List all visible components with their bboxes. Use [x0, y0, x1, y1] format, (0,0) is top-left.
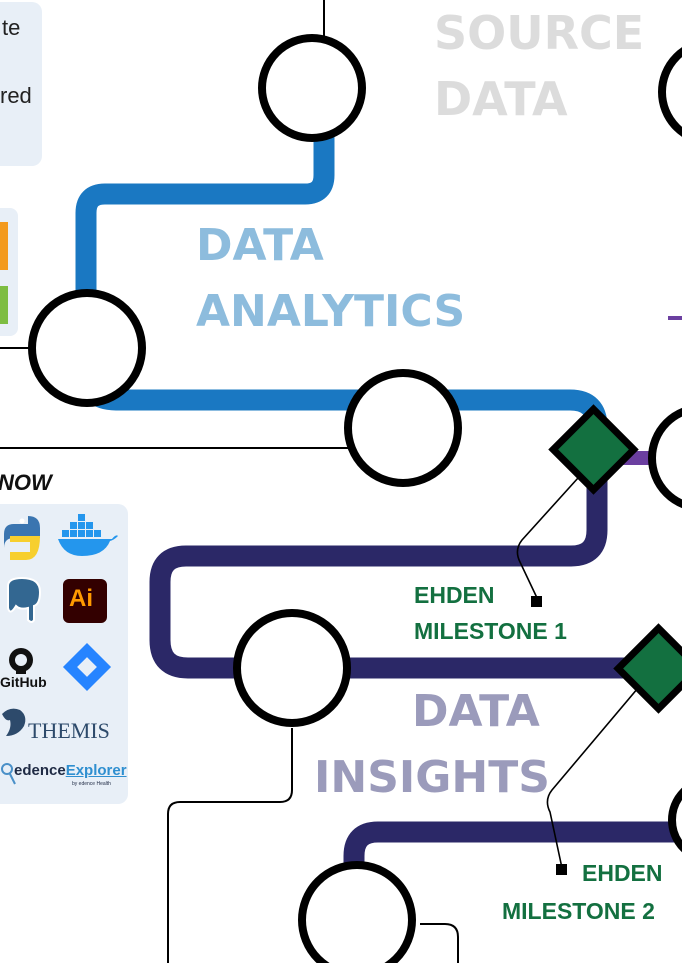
magnifier-icon [1, 763, 16, 785]
analytics-label-line1: DATA [196, 220, 324, 271]
insights-label-line1: DATA [412, 686, 540, 737]
analytics-track [75, 95, 608, 450]
explorer-brand: edence [14, 762, 66, 779]
milestone1-line2: MILESTONE 1 [414, 618, 567, 644]
station-source-top [258, 34, 366, 142]
info-panel-line1: te [2, 15, 21, 40]
station-source-right [658, 47, 682, 137]
info-panel [0, 2, 42, 166]
github-icon [9, 648, 33, 674]
connector-line-bottom-left [167, 728, 293, 963]
illustrator-icon: Ai [63, 579, 107, 623]
milestone2-diamond [613, 623, 682, 714]
github-label: GitHub [0, 674, 47, 690]
python-icon [4, 516, 40, 560]
connector-line-bottom-right [420, 923, 459, 963]
station-insights-mid [233, 609, 351, 727]
milestone2-pointer-end [556, 864, 567, 875]
insights-track-lower [343, 821, 682, 885]
docker-icon [58, 514, 118, 556]
illustrator-icon-text: Ai [69, 585, 93, 612]
station-analytics-mid [344, 369, 462, 487]
milestone1-pointer-end [531, 596, 542, 607]
postgresql-icon [7, 576, 42, 623]
insights-track-upper [149, 458, 640, 679]
milestone2-line1: EHDEN [582, 860, 663, 886]
now-heading: NOW [0, 470, 52, 495]
station-bottom [298, 861, 416, 963]
explorer-logo: edenceExplorer [14, 762, 127, 779]
insights-label-line2: INSIGHTS [314, 752, 550, 803]
jira-icon [62, 642, 112, 692]
station-insights-right [668, 787, 682, 853]
source-label-line2: DATA [434, 72, 568, 126]
analytics-label-line2: ANALYTICS [196, 286, 466, 337]
milestone1-pointer [516, 477, 579, 601]
explorer-word: Explorer [65, 762, 127, 779]
station-analytics-right [648, 407, 682, 509]
source-label-line1: SOURCE [434, 6, 645, 60]
station-analytics-left [28, 289, 146, 407]
explorer-byline: by edence Health [72, 781, 111, 787]
themis-label: THEMIS [28, 718, 110, 743]
milestone2-line2: MILESTONE 2 [502, 898, 655, 924]
tile-orange-block [0, 222, 8, 270]
info-panel-line2: red [0, 83, 32, 108]
milestone1-line1: EHDEN [414, 582, 495, 608]
milestone2-pointer [546, 687, 639, 869]
milestone1-diamond [548, 404, 639, 495]
tile-green-block [0, 286, 8, 324]
themis-logo-icon [2, 708, 26, 736]
